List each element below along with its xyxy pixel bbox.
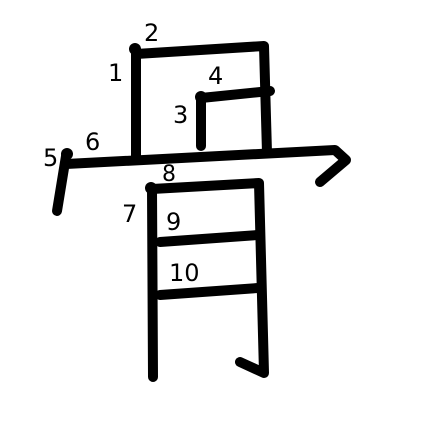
stroke-number-2: 2 <box>144 19 159 47</box>
start-dot-5 <box>61 148 73 160</box>
stroke-number-10: 10 <box>169 259 200 287</box>
stroke-number-5: 5 <box>43 144 58 172</box>
stroke-10 <box>155 283 263 300</box>
stroke-number-9: 9 <box>166 208 181 236</box>
stroke-start-dots <box>61 43 207 194</box>
start-dot-7 <box>145 182 157 194</box>
stroke-number-6: 6 <box>85 128 100 156</box>
stroke-number-labels: 1 2 3 4 5 6 7 8 9 10 <box>43 19 223 287</box>
start-dot-1 <box>129 43 141 55</box>
stroke-number-7: 7 <box>122 200 137 228</box>
stroke-number-3: 3 <box>173 101 188 129</box>
stroke-8 <box>147 178 269 378</box>
stroke-number-1: 1 <box>108 59 123 87</box>
stroke-number-4: 4 <box>208 62 223 90</box>
stroke-9 <box>155 230 263 247</box>
stroke-2 <box>131 41 272 158</box>
stroke-4 <box>196 86 275 103</box>
stroke-7 <box>147 184 158 382</box>
start-dot-3 <box>195 91 207 103</box>
stroke-number-8: 8 <box>162 162 176 187</box>
stroke-6 <box>61 145 351 187</box>
character-strokes <box>52 41 351 382</box>
